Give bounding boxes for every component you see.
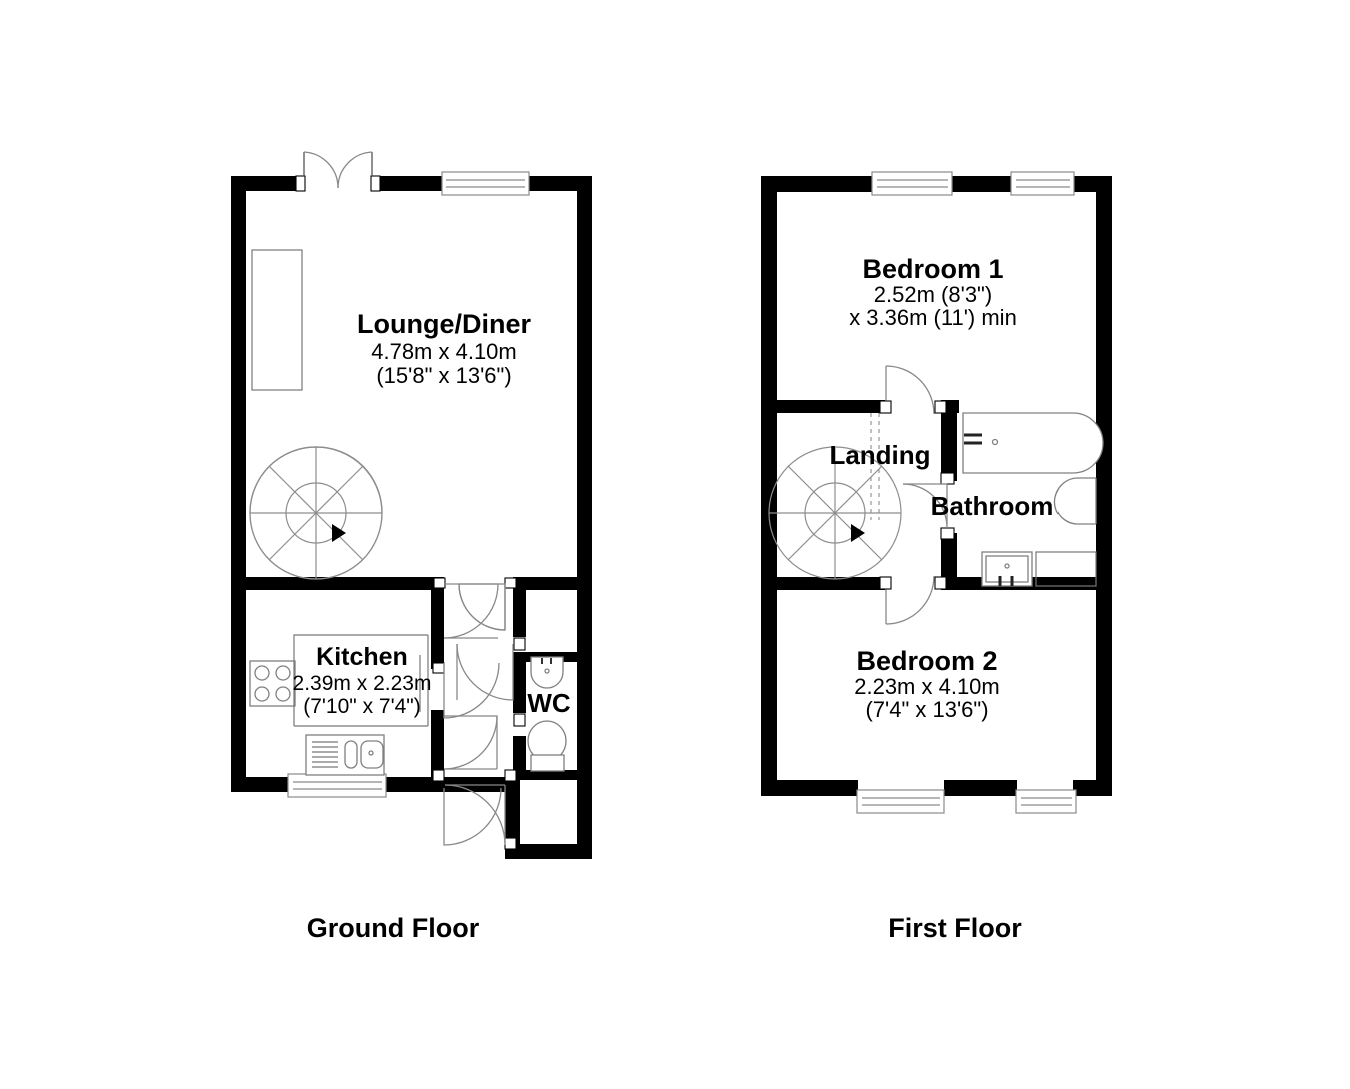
spiral-staircase-first	[768, 446, 902, 580]
kitchen-sink	[305, 734, 385, 776]
room-dim-lounge-metric: 4.78m x 4.10m	[371, 339, 517, 364]
room-name-lounge-diner: Lounge/Diner	[357, 309, 531, 339]
kitchen-worktop	[293, 634, 429, 727]
room-dim-kitchen-metric: 2.39m x 2.23m	[293, 672, 432, 695]
first-floor-door-swings	[870, 365, 948, 625]
floor-label-ground: Ground Floor	[307, 913, 480, 943]
bathroom-fixtures	[962, 412, 1104, 587]
ground-floor-door-jambs	[295, 175, 526, 850]
first-floor-group: Bedroom 1 2.52m (8'3") x 3.36m (11') min…	[761, 171, 1112, 943]
room-name-wc: WC	[527, 688, 571, 718]
window-kitchen	[287, 773, 387, 798]
wc-fixtures	[527, 656, 567, 772]
floor-label-first: First Floor	[888, 913, 1022, 943]
ground-floor-group: Lounge/Diner 4.78m x 4.10m (15'8" x 13'6…	[231, 151, 592, 943]
ground-floor-door-swings	[443, 583, 514, 846]
room-name-bathroom: Bathroom	[931, 491, 1054, 521]
room-dim-bedroom1-imperial: x 3.36m (11') min	[849, 305, 1017, 330]
spiral-staircase-ground	[249, 446, 383, 580]
room-name-kitchen: Kitchen	[316, 643, 408, 671]
room-dim-lounge-imperial: (15'8" x 13'6")	[376, 363, 511, 388]
window-lounge	[441, 171, 530, 196]
room-dim-bedroom2-metric: 2.23m x 4.10m	[854, 674, 1000, 699]
room-dim-bedroom1-metric: 2.52m (8'3")	[874, 282, 992, 307]
room-dim-kitchen-imperial: (7'10" x 7'4")	[303, 695, 420, 718]
french-doors	[303, 151, 373, 189]
window-bed1-right	[1010, 171, 1075, 196]
kitchen-hob	[249, 660, 296, 707]
window-bed2-right	[1015, 789, 1077, 814]
room-name-landing: Landing	[829, 440, 930, 470]
window-bed1-left	[871, 171, 953, 196]
first-floor-walls	[761, 176, 1112, 796]
lounge-recess	[251, 249, 303, 391]
room-dim-bedroom2-imperial: (7'4" x 13'6")	[865, 697, 988, 722]
room-name-bedroom-1: Bedroom 1	[862, 254, 1003, 284]
room-name-bedroom-2: Bedroom 2	[856, 646, 997, 676]
window-bed2-left	[856, 789, 945, 814]
